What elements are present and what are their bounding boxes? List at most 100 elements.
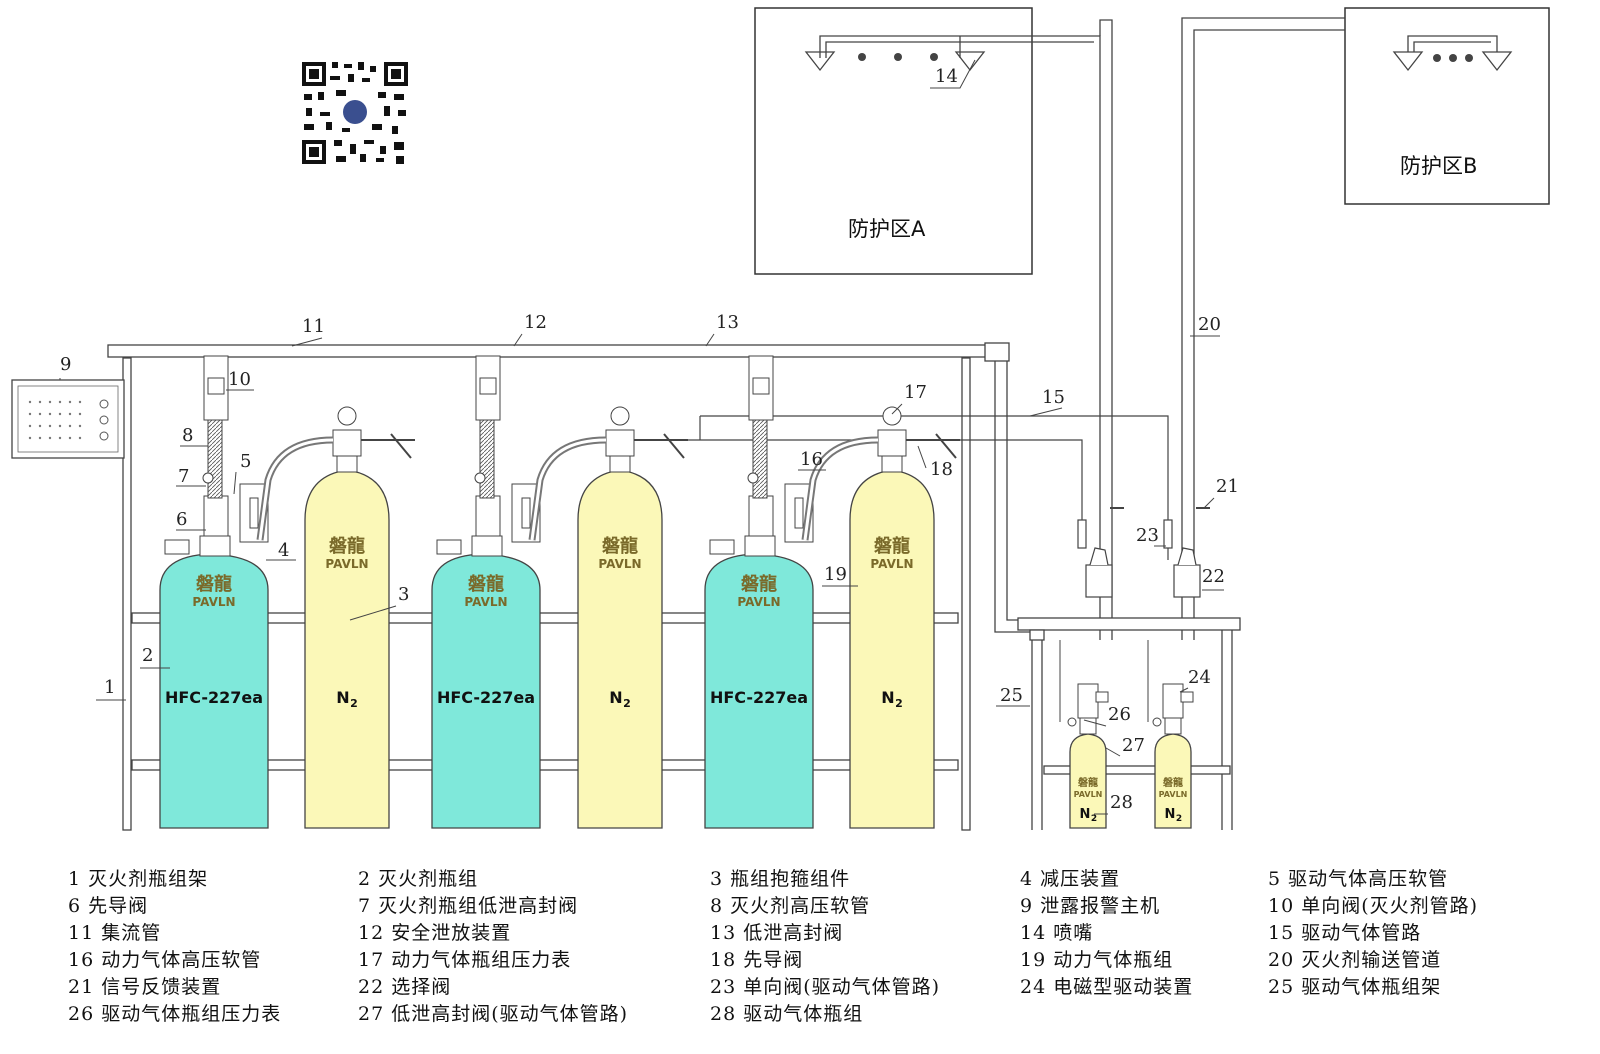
- power-gas-hose-inner: [530, 438, 607, 541]
- agent-hose: [752, 419, 768, 499]
- drive-gas-gauge: [1067, 717, 1077, 727]
- callout-3: 3: [398, 584, 409, 605]
- legend-item: 21 信号反馈装置: [68, 976, 222, 998]
- callout-6: 6: [176, 509, 187, 530]
- callout-leader-12: [513, 333, 523, 347]
- n2-subscript: 2: [895, 697, 903, 710]
- callout-22: 22: [1202, 566, 1225, 587]
- pilot-handle: [361, 433, 415, 459]
- callout-7: 7: [178, 466, 189, 487]
- callout-leader-5: [233, 471, 237, 495]
- brand-logo-cn: 磐龍: [468, 573, 504, 595]
- pressure-gauge: [882, 406, 902, 426]
- legend-item: 6 先导阀: [68, 895, 149, 917]
- pressure-gauge: [610, 406, 630, 426]
- callout-20: 20: [1198, 314, 1221, 335]
- callout-11: 11: [302, 316, 325, 337]
- callout-leader-27: [1105, 747, 1121, 757]
- n2-label: N: [336, 688, 349, 707]
- callout-12: 12: [524, 312, 547, 333]
- check-valve-arrow: [752, 377, 770, 395]
- system-diagram: 防护区A 防护区B: [11, 7, 1550, 831]
- pilot-valve: [203, 495, 229, 537]
- agent-label: HFC-227ea: [165, 688, 263, 707]
- pilot-handle: [906, 433, 960, 459]
- legend-item: 2 灭火剂瓶组: [358, 868, 479, 890]
- cylinder-cap: [436, 539, 462, 555]
- pilot-valve: [475, 495, 501, 537]
- callout-1: 1: [104, 677, 115, 698]
- power-gas-hose-inner: [803, 438, 879, 541]
- low-leak-valve: [202, 472, 214, 484]
- reducer-window: [794, 497, 804, 529]
- legend-item: 8 灭火剂高压软管: [710, 895, 871, 917]
- callout-15: 15: [1042, 387, 1065, 408]
- power-gas-hose-inner: [258, 438, 334, 541]
- brand-logo-cn: 磐龍: [602, 535, 638, 557]
- n2-valve-head: [332, 429, 362, 457]
- callout-leader-21: [1203, 497, 1215, 509]
- cylinder-valve: [471, 535, 503, 557]
- solenoid-driver: [1077, 683, 1099, 719]
- agent-hose: [207, 419, 223, 499]
- legend-item: 10 单向阀(灭火剂管路): [1268, 895, 1479, 917]
- callout-25: 25: [1000, 685, 1023, 706]
- callout-19: 19: [824, 564, 847, 585]
- cylinder-valve: [744, 535, 776, 557]
- cylinder-rack: [122, 357, 971, 831]
- legend-item: 4 减压装置: [1020, 868, 1121, 890]
- nozzles-zone-b: [1181, 17, 1513, 640]
- drive-gas-valve: [1079, 717, 1097, 735]
- brand-logo-en: PAVLN: [325, 557, 368, 571]
- callout-9: 9: [60, 354, 71, 375]
- n2-valve: [881, 453, 903, 473]
- solenoid-coil: [1095, 691, 1109, 703]
- legend-item: 27 低泄高封阀(驱动气体管路): [358, 1003, 629, 1025]
- callout-14: 14: [935, 66, 958, 87]
- callout-leader-18: [917, 445, 927, 469]
- callout-leader-11: [291, 337, 323, 347]
- callout-leader-17: [891, 403, 903, 415]
- callout-26: 26: [1108, 704, 1131, 725]
- brand-logo-en: PAVLN: [1159, 790, 1188, 799]
- n2-label: N: [1080, 807, 1091, 822]
- selector-valves: [1077, 507, 1210, 598]
- drive-gas-rack: [1017, 617, 1241, 830]
- brand-logo-en: PAVLN: [464, 595, 507, 609]
- solenoid-driver: [1162, 683, 1184, 719]
- n2-label: N: [881, 688, 894, 707]
- legend-item: 24 电磁型驱动装置: [1020, 976, 1194, 998]
- check-valve-arrow: [479, 377, 497, 395]
- legend-item: 20 灭火剂输送管道: [1268, 949, 1442, 971]
- legend-item: 11 集流管: [68, 922, 162, 944]
- zone-b-label: 防护区B: [1400, 154, 1477, 178]
- legend-item: 25 驱动气体瓶组架: [1268, 976, 1442, 998]
- callout-5: 5: [240, 451, 251, 472]
- callout-27: 27: [1122, 735, 1145, 756]
- pressure-gauge: [337, 406, 357, 426]
- cylinder-valve: [199, 535, 231, 557]
- brand-logo-cn: 磐龍: [1163, 776, 1183, 789]
- legend-item: 17 动力气体瓶组压力表: [358, 949, 572, 971]
- legend-item: 16 动力气体高压软管: [68, 949, 262, 971]
- n2-cylinder-body: [577, 469, 663, 829]
- brand-logo-cn: 磐龍: [1078, 776, 1098, 789]
- callout-13: 13: [716, 312, 739, 333]
- callout-21: 21: [1216, 476, 1239, 497]
- protection-zone-a: [754, 7, 1033, 275]
- drive-gas-gauge: [1152, 717, 1162, 727]
- legend-item: 1 灭火剂瓶组架: [68, 868, 209, 890]
- reducer-window: [249, 497, 259, 529]
- cylinder-cap: [164, 539, 190, 555]
- legend-item: 19 动力气体瓶组: [1020, 949, 1174, 971]
- pilot-valve: [748, 495, 774, 537]
- check-valve-arrow: [207, 377, 225, 395]
- legend-item: 5 驱动气体高压软管: [1268, 868, 1449, 890]
- callout-8: 8: [182, 425, 193, 446]
- callout-2: 2: [142, 645, 153, 666]
- legend-item: 18 先导阀: [710, 949, 804, 971]
- callout-16: 16: [800, 449, 823, 470]
- brand-logo-cn: 磐龍: [741, 573, 777, 595]
